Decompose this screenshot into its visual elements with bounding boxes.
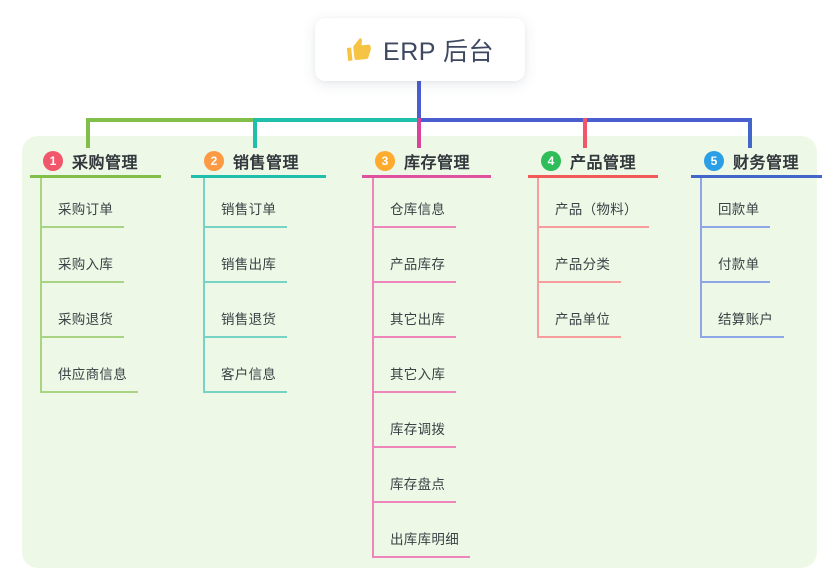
branch-title[interactable]: 3 库存管理 (362, 147, 491, 178)
child-node[interactable]: 采购入库 (40, 254, 125, 283)
branch-children-connector-line (40, 178, 42, 393)
child-node[interactable]: 产品分类 (537, 254, 622, 283)
child-node[interactable]: 其它入库 (372, 364, 457, 393)
branch-children-connector-line (372, 178, 374, 558)
branch-title-label: 库存管理 (404, 155, 471, 172)
bus-line-segment (253, 118, 421, 122)
branch-title-label: 财务管理 (733, 155, 800, 172)
branches-panel (22, 136, 817, 568)
branch-drop-line (748, 118, 752, 148)
child-node[interactable]: 回款单 (700, 199, 771, 228)
branch-number-badge: 5 (704, 151, 724, 171)
branch-number-badge: 1 (43, 151, 63, 171)
child-node[interactable]: 产品单位 (537, 309, 622, 338)
root-node-label: ERP 后台 (383, 37, 494, 66)
child-node[interactable]: 采购订单 (40, 199, 125, 228)
child-node[interactable]: 采购退货 (40, 309, 125, 338)
branch-number-badge: 2 (204, 151, 224, 171)
child-node[interactable]: 供应商信息 (40, 364, 138, 393)
branch-title-label: 采购管理 (72, 155, 139, 172)
child-node[interactable]: 销售出库 (203, 254, 288, 283)
branch-title[interactable]: 5 财务管理 (691, 147, 822, 178)
branch-title[interactable]: 1 采购管理 (30, 147, 161, 178)
child-node[interactable]: 产品库存 (372, 254, 457, 283)
root-connector-line (417, 81, 421, 122)
child-node[interactable]: 销售退货 (203, 309, 288, 338)
child-node[interactable]: 出库库明细 (372, 529, 470, 558)
branch-number-badge: 3 (375, 151, 395, 171)
branch-drop-line (86, 118, 90, 148)
branch-drop-line (253, 118, 257, 148)
branch-children-connector-line (203, 178, 205, 393)
branch-title-label: 销售管理 (233, 155, 300, 172)
root-node[interactable]: ERP 后台 (315, 18, 525, 81)
child-node[interactable]: 库存盘点 (372, 474, 457, 503)
child-node[interactable]: 仓库信息 (372, 199, 457, 228)
child-node[interactable]: 结算账户 (700, 309, 785, 338)
child-node[interactable]: 产品（物料） (537, 199, 649, 228)
branch-drop-line (417, 118, 421, 148)
child-node[interactable]: 付款单 (700, 254, 771, 283)
child-node[interactable]: 库存调拨 (372, 419, 457, 448)
branch-title-label: 产品管理 (570, 155, 637, 172)
branch-title[interactable]: 2 销售管理 (191, 147, 326, 178)
child-node[interactable]: 销售订单 (203, 199, 288, 228)
bus-line-segment (86, 118, 257, 122)
thumbs-up-icon (345, 35, 374, 64)
branch-children-connector-line (700, 178, 702, 338)
child-node[interactable]: 其它出库 (372, 309, 457, 338)
branch-title[interactable]: 4 产品管理 (528, 147, 658, 178)
child-node[interactable]: 客户信息 (203, 364, 288, 393)
branch-drop-line (583, 118, 587, 148)
branch-number-badge: 4 (541, 151, 561, 171)
branch-children-connector-line (537, 178, 539, 338)
